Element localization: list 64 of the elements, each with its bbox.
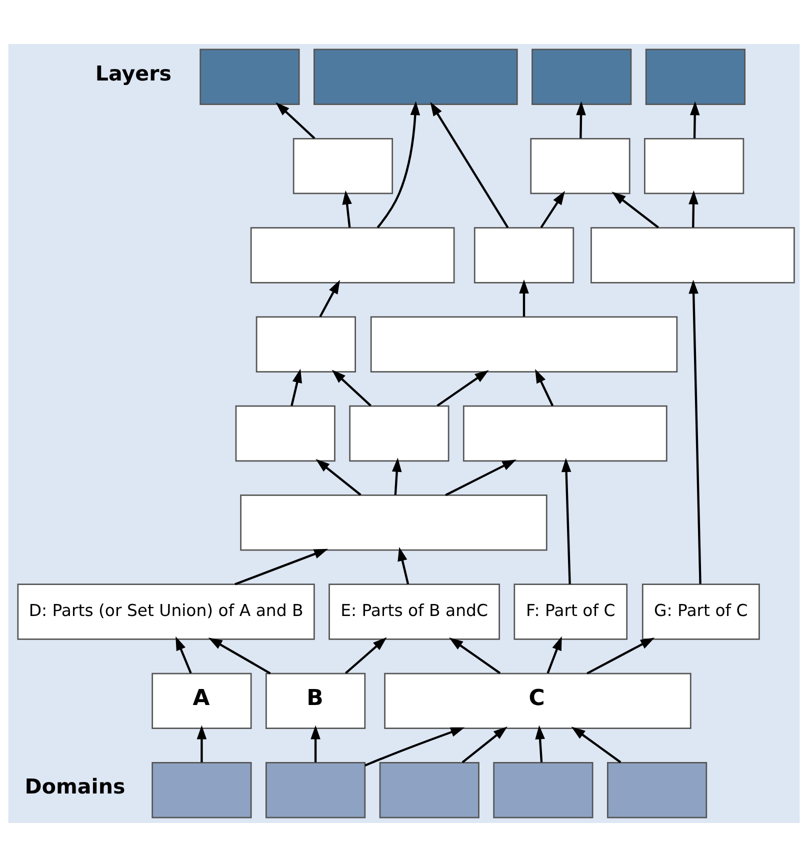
- arrow: [364, 727, 465, 766]
- arrow: [176, 636, 192, 674]
- arrow: [586, 638, 655, 674]
- arrow: [540, 190, 565, 228]
- node-box: [379, 762, 480, 818]
- arrow: [234, 548, 328, 586]
- node-box: [313, 48, 518, 106]
- arrow: [208, 638, 271, 674]
- arrow: [376, 101, 420, 228]
- arrow: [196, 725, 207, 762]
- node-box: F: Part of C: [514, 584, 628, 640]
- label: Domains: [24, 774, 126, 799]
- arrow: [519, 280, 529, 317]
- node-box: [200, 48, 300, 106]
- arrow: [316, 459, 362, 496]
- node-box: [590, 227, 795, 284]
- arrow: [392, 458, 402, 495]
- node-box: D: Parts (or Set Union) of A and B: [17, 584, 315, 640]
- node-box: A: [152, 672, 252, 730]
- arrow: [398, 547, 410, 584]
- arrow: [344, 637, 387, 674]
- arrow: [571, 726, 622, 764]
- arrow: [546, 636, 562, 674]
- node-box: [645, 48, 746, 106]
- node-box: [349, 405, 450, 462]
- node-box: C: [384, 672, 692, 730]
- arrow: [688, 190, 698, 228]
- node-box: [606, 762, 708, 818]
- node-box: [462, 405, 668, 462]
- arrow: [561, 458, 572, 584]
- arrow: [342, 190, 352, 228]
- arrow: [445, 459, 516, 496]
- arrow: [576, 101, 586, 138]
- node-box: [250, 227, 455, 284]
- node-box: [530, 138, 630, 194]
- node-box: [152, 762, 252, 818]
- node-box: G: Part of C: [642, 584, 760, 640]
- arrow: [612, 192, 660, 228]
- arrow: [276, 102, 316, 140]
- node-box: [256, 316, 356, 372]
- node-box: [532, 48, 632, 106]
- node-box: [235, 405, 336, 462]
- arrow: [436, 370, 489, 407]
- node-box: B: [265, 672, 366, 730]
- arrow: [332, 370, 372, 407]
- arrow: [462, 726, 508, 764]
- arrow: [310, 725, 320, 762]
- node-box: [240, 494, 548, 551]
- arrow: [535, 368, 554, 406]
- arrow: [535, 725, 545, 762]
- node-box: [474, 227, 574, 284]
- arrow: [319, 280, 340, 318]
- node-box: [292, 138, 394, 194]
- arrow: [688, 280, 702, 584]
- node-box: [370, 316, 678, 372]
- arrow: [430, 102, 509, 228]
- arrow: [290, 368, 302, 406]
- arrow: [690, 101, 700, 138]
- node-box: [493, 762, 594, 818]
- node-box: [265, 762, 366, 818]
- node-box: E: Parts of B andC: [328, 584, 500, 640]
- arrow: [449, 638, 501, 674]
- label: Layers: [95, 61, 172, 86]
- node-box: [644, 138, 744, 194]
